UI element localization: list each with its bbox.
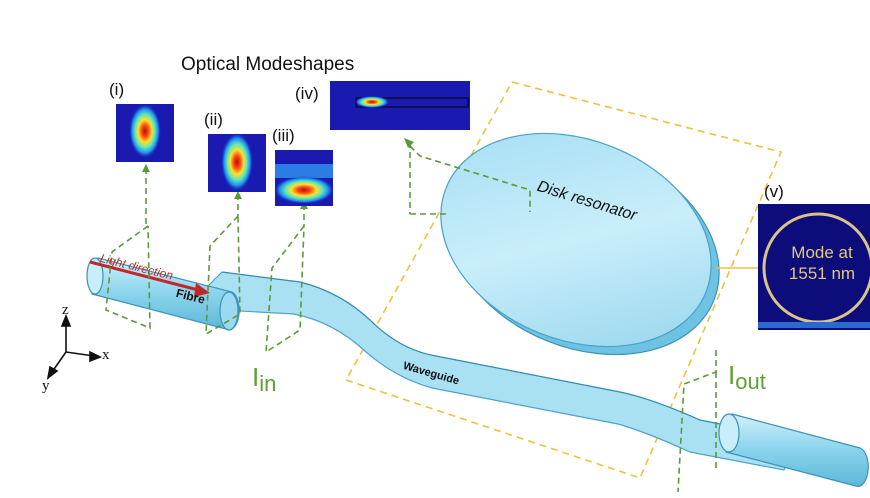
diagram-title: Optical Modeshapes bbox=[181, 54, 355, 75]
mode-v-caption: Mode at 1551 nm bbox=[776, 242, 868, 284]
mode-iv-label: (iv) bbox=[295, 84, 319, 103]
mode-ii-arrowhead bbox=[234, 191, 242, 199]
resonator-frame bbox=[344, 81, 783, 479]
output-current-label: Iout bbox=[728, 360, 766, 395]
fiber-left-end bbox=[219, 291, 239, 331]
coordinate-axes bbox=[46, 313, 102, 380]
input-current-symbol: I bbox=[252, 362, 260, 392]
axis-y-label: y bbox=[42, 378, 50, 394]
output-current-subscript: out bbox=[735, 369, 766, 394]
waveguide-top-edge bbox=[221, 271, 801, 441]
fiber-left-start bbox=[86, 257, 104, 295]
mode-v-label: (v) bbox=[764, 182, 784, 201]
mode-projection-lines bbox=[105, 142, 717, 493]
mode-iii-band bbox=[275, 164, 333, 178]
mode-iii-hotspot bbox=[274, 176, 334, 204]
mode-v-caption-line2: 1551 nm bbox=[788, 264, 856, 283]
mode-i-arrowhead bbox=[142, 164, 150, 172]
mode-iv-image bbox=[330, 81, 470, 130]
disk-top bbox=[440, 132, 712, 348]
mode-v-bottom-band bbox=[758, 322, 870, 328]
mode-v-caption-line1: Mode at bbox=[791, 243, 853, 262]
fiber-right-body bbox=[725, 413, 869, 487]
input-current-label: Iin bbox=[252, 362, 276, 397]
mode-ii-hotspot bbox=[221, 133, 253, 191]
fiber-right-start bbox=[718, 413, 740, 453]
mode-iv-arrowhead bbox=[404, 138, 414, 148]
axis-z-label: z bbox=[62, 302, 69, 318]
mode-iv-hotspot bbox=[355, 96, 389, 108]
light-arrow-shaft bbox=[89, 260, 207, 294]
light-arrow-head bbox=[194, 283, 210, 297]
input-current-subscript: in bbox=[259, 371, 277, 396]
output-current-symbol: I bbox=[728, 360, 736, 390]
mode-i-hotspot bbox=[129, 104, 161, 158]
mode-iii-label: (iii) bbox=[272, 126, 295, 145]
mode-ii-label: (ii) bbox=[204, 110, 223, 129]
mode-i-label: (i) bbox=[109, 80, 125, 99]
axis-x-label: x bbox=[102, 347, 110, 363]
